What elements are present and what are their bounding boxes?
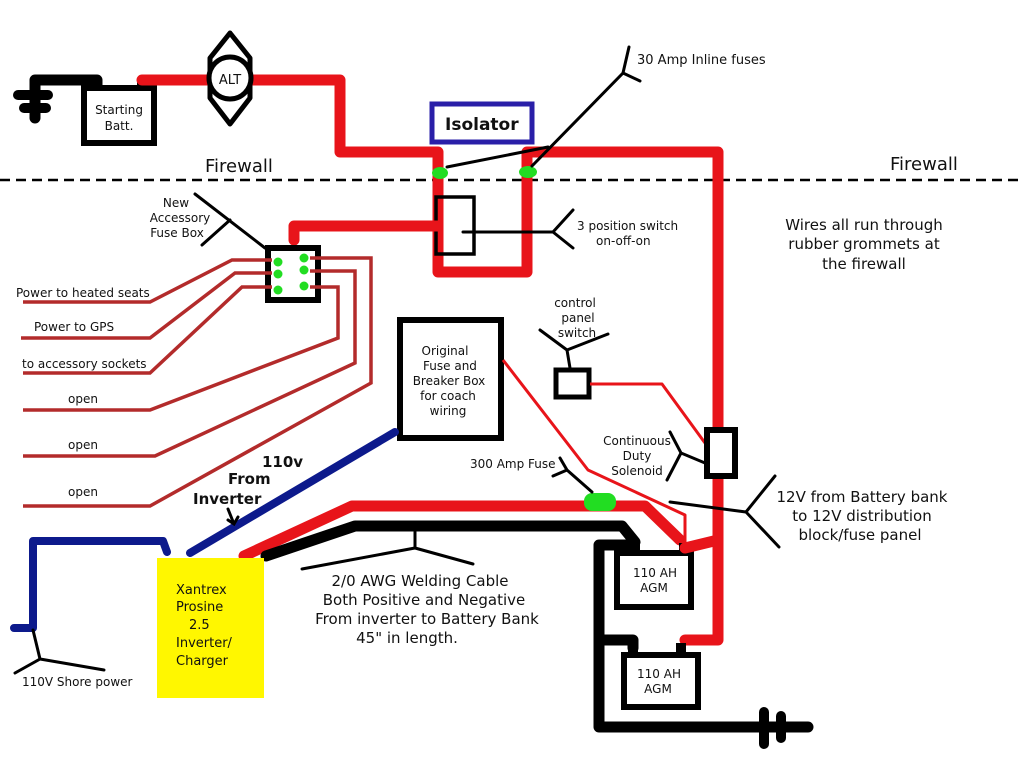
accessory-fuse-box (265, 245, 321, 303)
svg-text:Fuse Box: Fuse Box (150, 226, 204, 240)
svg-text:Both Positive and Negative: Both Positive and Negative (323, 591, 526, 609)
inverter-charger: Xantrex Prosine 2.5 Inverter/ Charger (157, 558, 264, 698)
svg-text:110v: 110v (262, 453, 303, 471)
positive-wire-alternator (136, 74, 724, 646)
svg-text:wiring: wiring (430, 404, 467, 418)
svg-text:Inverter/: Inverter/ (176, 636, 233, 651)
fuse-300a (584, 493, 616, 511)
svg-text:Duty: Duty (623, 449, 652, 463)
ac-label-arrow (226, 507, 240, 527)
svg-text:the firewall: the firewall (822, 255, 906, 273)
accessory-fuse-box-label: New Accessory Fuse Box (150, 196, 210, 240)
original-fuse-box: Original Fuse and Breaker Box for coach … (397, 317, 504, 441)
svg-text:110 AH: 110 AH (633, 566, 677, 580)
firewall-label-left: Firewall (205, 156, 273, 177)
svg-text:From: From (228, 470, 271, 488)
svg-text:2/0 AWG Welding Cable: 2/0 AWG Welding Cable (332, 572, 509, 590)
svg-text:Continuous: Continuous (603, 434, 671, 448)
svg-text:110 AH: 110 AH (637, 667, 681, 681)
coach-wiring-feed (501, 359, 687, 545)
svg-text:Original: Original (422, 344, 469, 358)
svg-text:to 12V distribution: to 12V distribution (792, 507, 931, 525)
positive-wire-accessory (288, 220, 444, 246)
distribution-note: 12V from Battery bank to 12V distributio… (777, 488, 948, 544)
switch-label-2: on-off-on (596, 234, 651, 248)
svg-text:for coach: for coach (420, 389, 476, 403)
control-panel-switch: control panel switch (538, 296, 610, 400)
svg-text:switch: switch (558, 326, 596, 340)
svg-text:Fuse and: Fuse and (423, 359, 477, 373)
circuit-label-gps: Power to GPS (34, 320, 114, 334)
ac-wire-from-inverter (186, 428, 399, 557)
svg-text:Isolator: Isolator (445, 115, 519, 135)
accessory-circuits (21, 256, 373, 508)
cable-note: 2/0 AWG Welding Cable Both Positive and … (315, 572, 539, 647)
accessory-fuse-box-leader (193, 192, 267, 250)
svg-text:ALT: ALT (219, 73, 241, 88)
house-battery-1: 110 AH AGM (614, 543, 694, 610)
cable-note-leader (300, 530, 475, 571)
ac-wire-shore (10, 537, 171, 632)
fuse-300a-leader (551, 456, 594, 494)
firewall-label-right: Firewall (890, 154, 958, 175)
control-wire (590, 382, 707, 444)
svg-text:Inverter: Inverter (193, 490, 262, 508)
house-battery-2: 110 AH AGM (621, 643, 701, 710)
positive-cable-inverter (238, 500, 686, 562)
grommets-note: Wires all run through rubber grommets at… (785, 216, 943, 273)
continuous-duty-solenoid: Continuous Duty Solenoid (603, 427, 738, 482)
inline-fuse-2 (519, 166, 537, 178)
svg-text:rubber grommets at: rubber grommets at (788, 235, 940, 253)
positive-bat1 (679, 534, 724, 554)
svg-text:AGM: AGM (640, 581, 668, 595)
svg-text:control: control (554, 296, 596, 310)
distribution-leader (668, 474, 781, 549)
circuit-label-heated-seats: Power to heated seats (16, 286, 150, 300)
inline-fuse-1 (432, 167, 448, 179)
switch-label-1: 3 position switch (577, 219, 678, 233)
starting-battery: Starting Batt. (81, 80, 157, 146)
circuit-label-open-1: open (68, 392, 98, 406)
svg-text:Breaker Box: Breaker Box (413, 374, 486, 388)
svg-text:Accessory: Accessory (150, 211, 210, 225)
alternator-icon: ALT (206, 30, 254, 127)
svg-text:block/fuse panel: block/fuse panel (798, 526, 921, 544)
svg-text:panel: panel (561, 311, 594, 325)
fuse-300a-label: 300 Amp Fuse (470, 457, 556, 471)
circuit-label-open-3: open (68, 485, 98, 499)
svg-text:12V from Battery bank: 12V from Battery bank (777, 488, 948, 506)
inline-fuses-label: 30 Amp Inline fuses (637, 53, 766, 68)
svg-text:2.5: 2.5 (189, 618, 210, 633)
negative-cable-inverter (260, 520, 641, 562)
isolator: Isolator (429, 101, 535, 145)
ac-from-inverter-label: 110v From Inverter (193, 453, 303, 508)
circuit-label-accessory-sockets: to accessory sockets (22, 357, 147, 371)
shore-power-label: 110V Shore power (22, 675, 133, 689)
svg-text:New: New (163, 196, 189, 210)
svg-text:45" in length.: 45" in length. (356, 629, 458, 647)
svg-text:Batt.: Batt. (105, 119, 134, 133)
svg-text:Wires all run through: Wires all run through (785, 216, 943, 234)
ground-icon-bottom (759, 707, 786, 749)
inline-fuses-leader (445, 45, 642, 169)
shore-power-leader (13, 628, 106, 675)
circuit-label-open-2: open (68, 438, 98, 452)
three-position-switch (434, 195, 575, 256)
svg-text:Prosine: Prosine (176, 600, 223, 615)
svg-text:Charger: Charger (176, 654, 229, 669)
svg-text:Starting: Starting (95, 103, 143, 117)
svg-text:Solenoid: Solenoid (611, 464, 663, 478)
svg-text:Xantrex: Xantrex (176, 583, 227, 598)
svg-text:AGM: AGM (644, 682, 672, 696)
svg-text:From inverter to Battery Bank: From inverter to Battery Bank (315, 610, 539, 628)
